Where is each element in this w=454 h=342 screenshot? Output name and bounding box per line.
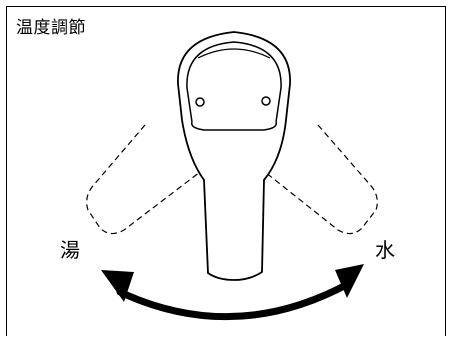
rotation-arrow-head-left — [101, 270, 134, 302]
rotation-arrow-arc — [116, 280, 352, 321]
screw-hole-right — [261, 96, 271, 106]
lever-center-edge — [191, 121, 277, 131]
diagram-title: 温度調節 — [16, 18, 86, 38]
label-hot-water: 湯 — [60, 238, 80, 262]
lever-outer — [177, 31, 291, 281]
screw-hole-left — [195, 97, 205, 107]
lever-ghost-left — [86, 124, 201, 235]
lever-stem-edge — [203, 179, 265, 273]
lever-top-rim — [197, 48, 271, 59]
diagram-frame — [6, 6, 446, 336]
lever-inner — [186, 41, 282, 123]
rotation-arrow-head-right — [335, 264, 364, 298]
label-cold-water: 水 — [375, 238, 395, 262]
